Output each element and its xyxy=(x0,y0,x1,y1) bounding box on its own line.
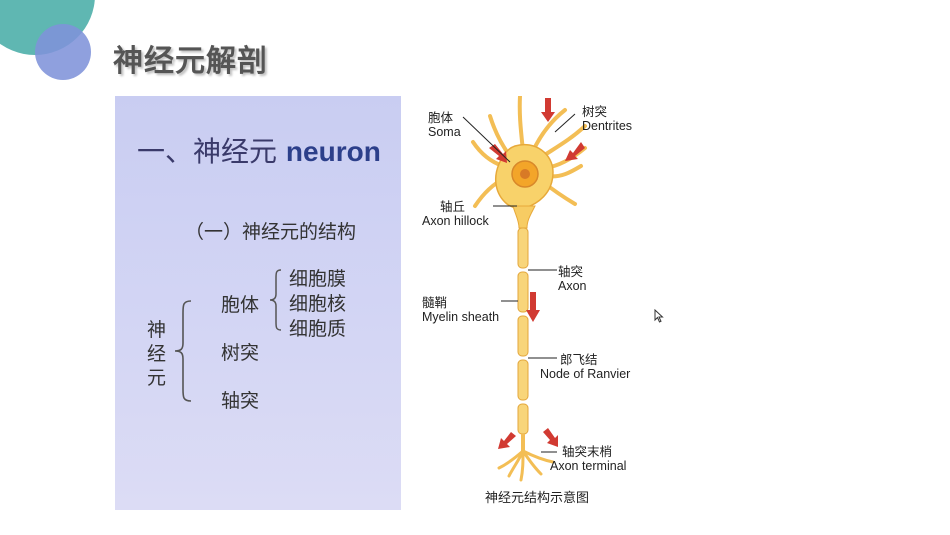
panel-subheading: （一）神经元的结构 xyxy=(185,221,357,243)
soma-part-cytoplasm: 细胞质 xyxy=(289,318,347,340)
axon-hillock xyxy=(512,205,536,229)
soma-brace xyxy=(269,269,282,331)
label-node-of-ranvier: 郎飞结 Node of Ranvier xyxy=(540,353,631,381)
neuron-structure-panel: 一、神经元 neuron （一）神经元的结构 神 经 元 胞体 树突 轴突 细胞… xyxy=(115,96,401,510)
root-char: 经 xyxy=(147,343,167,365)
axon-terminals xyxy=(497,449,555,482)
label-dendrites: 树突 Dentrites xyxy=(582,105,633,133)
part-dendrites: 树突 xyxy=(221,342,260,364)
label-soma: 胞体 Soma xyxy=(428,111,461,139)
panel-heading-cn: 一、神经元 xyxy=(137,135,278,168)
root-brace xyxy=(174,300,192,402)
root-char: 元 xyxy=(147,367,167,389)
panel-heading-en: neuron xyxy=(285,136,381,167)
decorative-circles xyxy=(0,0,95,80)
part-soma: 胞体 xyxy=(221,294,260,316)
label-axon: 轴突 Axon xyxy=(558,265,587,293)
label-myelin-sheath: 髓鞘 Myelin sheath xyxy=(422,296,500,324)
label-lines xyxy=(462,113,576,453)
soma-part-membrane: 细胞膜 xyxy=(289,268,347,290)
label-axon-terminal: 轴突末梢 Axon terminal xyxy=(550,445,627,473)
signal-arrows xyxy=(489,98,585,449)
part-axon: 轴突 xyxy=(221,390,260,412)
root-char: 神 xyxy=(147,319,167,341)
soma-part-nucleus: 细胞核 xyxy=(289,293,347,315)
panel-heading: 一、神经元 neuron xyxy=(137,130,381,170)
diagram-caption: 神经元结构示意图 xyxy=(485,491,590,506)
root-term: 神 经 元 xyxy=(147,318,167,390)
label-axon-hillock: 轴丘 Axon hillock xyxy=(422,200,489,228)
slide-title: 神经元解剖 xyxy=(113,44,268,79)
mouse-cursor-icon xyxy=(654,309,664,323)
neuron-diagram xyxy=(462,96,587,482)
axon xyxy=(517,227,529,435)
